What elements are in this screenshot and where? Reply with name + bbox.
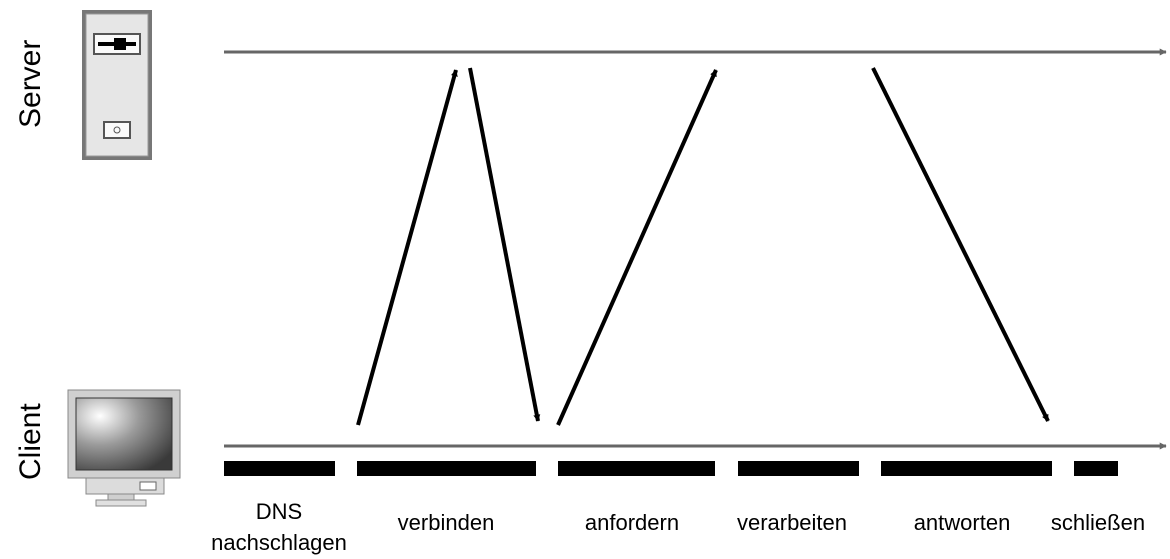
connect-request-arrow <box>356 69 458 426</box>
phase-label-schliessen: schließen <box>1051 510 1145 535</box>
phase-bar-verbinden <box>357 461 536 476</box>
phase-bar-anfordern <box>558 461 715 476</box>
http-response-arrow <box>871 67 1050 422</box>
phase-bar-dns <box>224 461 335 476</box>
phase-bar-schliessen <box>1074 461 1118 476</box>
phase-bar-antworten <box>881 461 1052 476</box>
connect-ack-arrow <box>468 67 541 422</box>
phase-label-dns-line2: nachschlagen <box>211 530 347 555</box>
desktop-monitor-icon <box>67 389 181 507</box>
client-label: Client <box>14 403 47 480</box>
http-request-arrow <box>556 69 718 426</box>
phase-label-dns-line1: DNS <box>256 499 302 524</box>
phase-label-antworten: antworten <box>914 510 1011 535</box>
server-label: Server <box>14 40 47 128</box>
phase-label-anfordern: anfordern <box>585 510 679 535</box>
phase-label-verarbeiten: verarbeiten <box>737 510 847 535</box>
phase-bar-verarbeiten <box>738 461 859 476</box>
phase-label-verbinden: verbinden <box>398 510 495 535</box>
server-tower-icon <box>82 10 152 160</box>
